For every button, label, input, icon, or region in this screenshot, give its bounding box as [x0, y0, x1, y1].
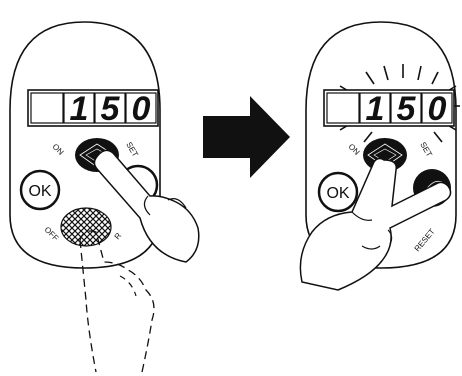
segment-display: 1 5 0	[27, 89, 159, 128]
controller-left: 1 5 0 ON SET OK OFF R	[9, 21, 200, 373]
dashed-hand-icon	[79, 230, 155, 373]
ok-label: OK	[28, 183, 51, 200]
digit-hundreds: 1	[70, 90, 89, 128]
digit-ones: 0	[428, 90, 447, 128]
digit-tens: 5	[101, 90, 121, 128]
ok-button[interactable]: OK	[19, 169, 61, 211]
pointing-hand-icon	[93, 149, 200, 263]
digit-hundreds: 1	[366, 90, 385, 128]
off-button-pressed[interactable]	[60, 207, 112, 247]
ok-button[interactable]: OK	[317, 171, 359, 213]
two-finger-hand-icon	[299, 157, 452, 291]
segment-display: 1 5 0	[323, 89, 455, 128]
ok-label: OK	[326, 185, 349, 202]
controller-right: 1 5 0 ON SET OK RESET	[299, 21, 460, 291]
arrow-right-icon	[203, 96, 290, 178]
digit-ones: 0	[132, 90, 151, 128]
digit-tens: 5	[397, 90, 417, 128]
label-reset-partial: R	[113, 231, 124, 241]
